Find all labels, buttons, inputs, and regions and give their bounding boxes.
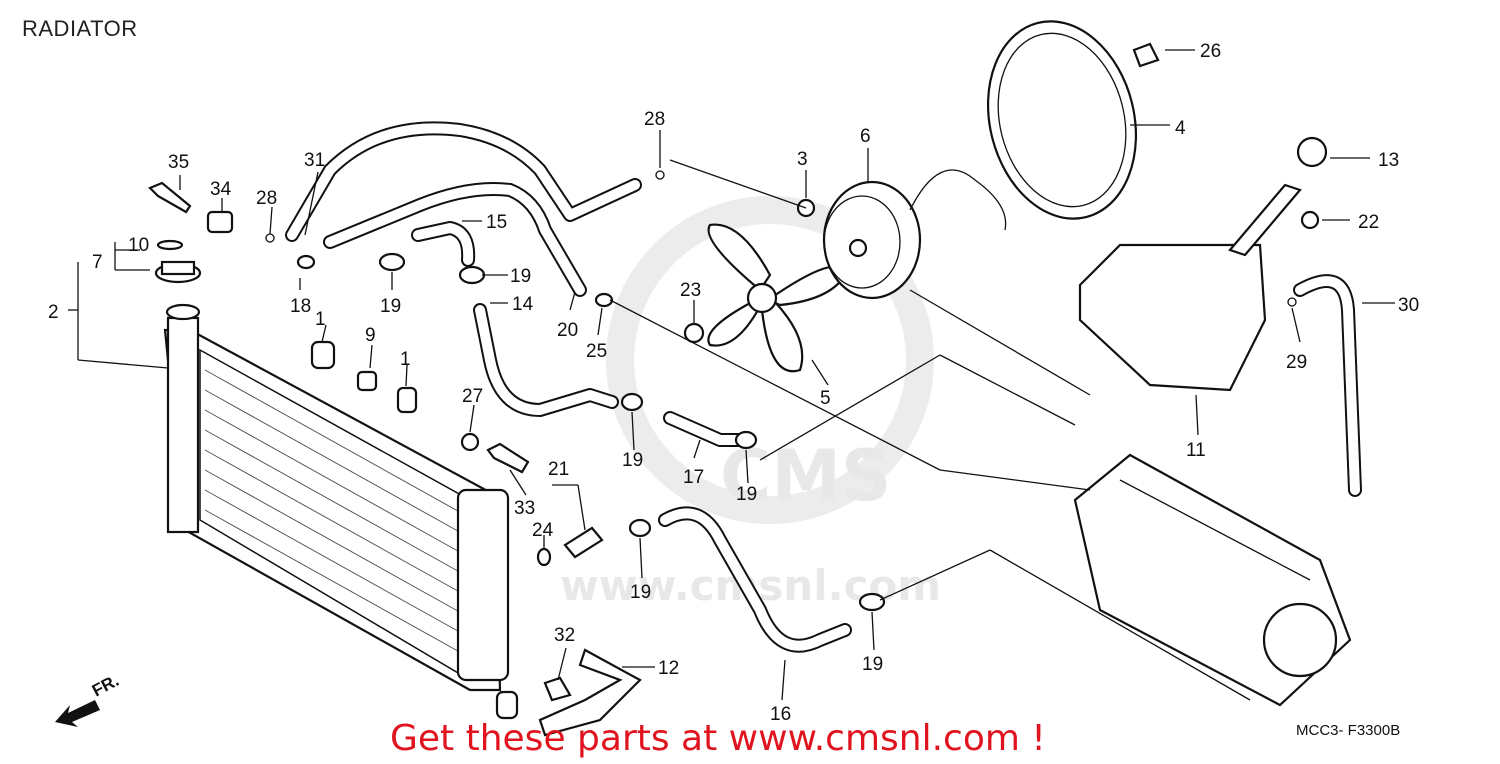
callout-30: 30 [1398, 295, 1419, 316]
callout-16: 16 [770, 704, 791, 725]
front-arrow-icon [55, 700, 100, 727]
callout-7: 7 [92, 252, 103, 273]
callout-22: 22 [1358, 212, 1379, 233]
callout-13: 13 [1378, 150, 1399, 171]
callout-19: 19 [380, 296, 401, 317]
callout-20: 20 [557, 320, 578, 341]
callout-9: 9 [365, 325, 376, 346]
engine [1073, 453, 1352, 707]
callout-28: 28 [256, 188, 277, 209]
leader-lines [68, 49, 1395, 701]
fan-blade [707, 223, 847, 373]
fan-shroud [986, 20, 1138, 220]
callout-5: 5 [820, 388, 831, 409]
upper-hose [285, 121, 642, 297]
lower-hose [658, 506, 852, 653]
callout-19: 19 [622, 450, 643, 471]
grommets [310, 340, 552, 720]
callout-34: 34 [210, 179, 232, 200]
callout-23: 23 [680, 280, 701, 301]
reserve-tank [1078, 136, 1328, 392]
callout-19: 19 [736, 484, 757, 505]
callout-33: 33 [514, 498, 535, 519]
callout-1: 1 [400, 349, 411, 370]
small-parts [265, 170, 1297, 737]
callout-27: 27 [462, 386, 483, 407]
callout-10: 10 [128, 235, 149, 256]
callout-19: 19 [862, 654, 883, 675]
callout-11: 11 [1186, 440, 1206, 461]
callout-32: 32 [554, 625, 575, 646]
callout-19: 19 [630, 582, 651, 603]
callout-28: 28 [644, 109, 665, 130]
callout-35: 35 [168, 152, 189, 173]
callout-26: 26 [1200, 41, 1221, 62]
page-title: RADIATOR [22, 16, 138, 41]
callout-21: 21 [548, 459, 569, 480]
callout-6: 6 [860, 126, 871, 147]
purchase-link[interactable]: Get these parts at www.cmsnl.com ! [390, 718, 1046, 759]
fan-motor [822, 169, 1007, 300]
radiator-core [163, 316, 510, 692]
callout-31: 31 [304, 150, 325, 171]
callout-numbers: 1 1 2 3 4 5 6 7 9 10 11 12 13 14 15 16 1… [48, 41, 1419, 725]
callout-24: 24 [532, 520, 554, 541]
reserve-hose [1293, 274, 1362, 497]
callout-14: 14 [512, 294, 534, 315]
diagram-code: MCC3- F3300B [1296, 722, 1401, 739]
callout-12: 12 [658, 658, 679, 679]
bolts [148, 42, 1160, 702]
callout-4: 4 [1175, 118, 1186, 139]
hose-elbows [411, 221, 747, 447]
callout-19: 19 [510, 266, 531, 287]
callout-3: 3 [797, 149, 808, 170]
callout-2: 2 [48, 302, 59, 323]
callout-29: 29 [1286, 352, 1307, 373]
callout-15: 15 [486, 212, 507, 233]
callout-25: 25 [586, 341, 607, 362]
callout-17: 17 [683, 467, 704, 488]
callout-1: 1 [315, 309, 326, 330]
radiator-cap [154, 239, 202, 321]
callout-18: 18 [290, 296, 311, 317]
